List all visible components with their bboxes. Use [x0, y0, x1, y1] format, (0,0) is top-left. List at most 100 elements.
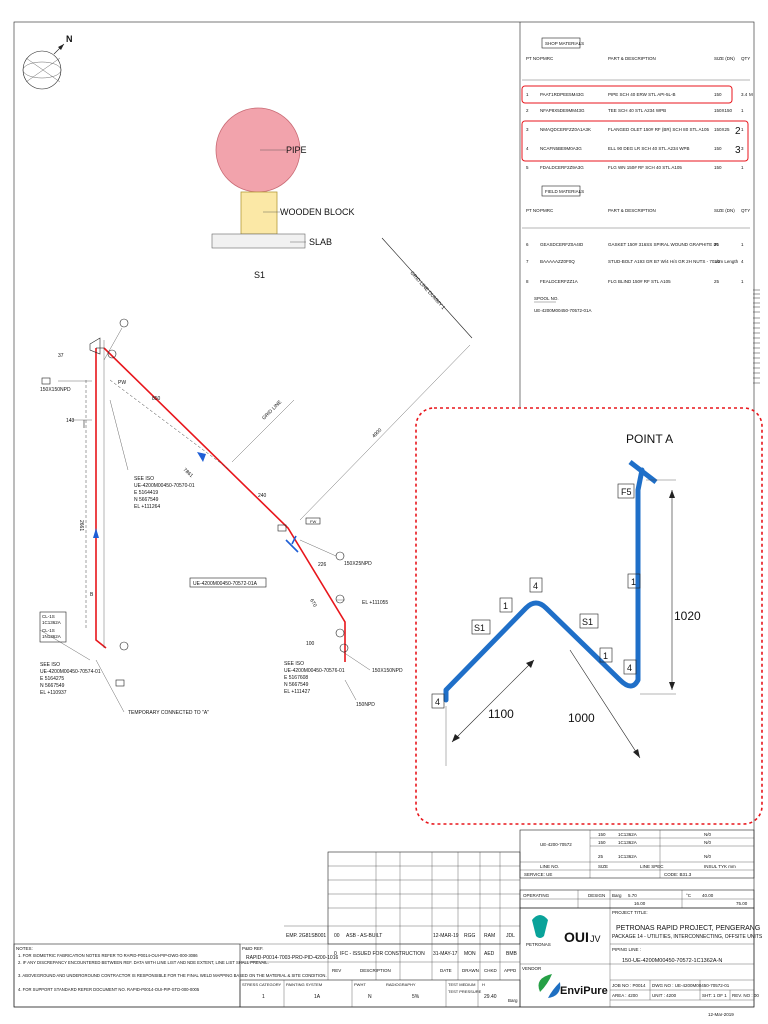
tag-b: B	[90, 592, 94, 598]
support-block-label: WOODEN BLOCK	[280, 207, 355, 217]
dim-100: 100	[306, 641, 315, 647]
svg-text:1C1362A: 1C1362A	[618, 854, 637, 859]
svg-text:3: 3	[735, 145, 741, 156]
svg-text:UE-4200M00450-70574-01: UE-4200M00450-70574-01	[40, 669, 101, 675]
svg-text:CHKD: CHKD	[484, 968, 498, 973]
point-a-detail	[431, 460, 676, 766]
point-a-tag-4b: 4	[627, 663, 632, 673]
isometric-pipe-run	[39, 237, 473, 713]
svg-text:1: 1	[262, 994, 265, 1000]
size-tag-3: 150NPD	[356, 702, 375, 708]
envipure-logo-icon: EnviPure	[538, 974, 608, 998]
svg-text:TEST MEDIUM: TEST MEDIUM	[448, 982, 475, 987]
svg-text:°C: °C	[686, 893, 692, 898]
svg-text:STUD-BOLT A193 GR B7 W/4 H/4 G: STUD-BOLT A193 GR B7 W/4 H/4 GR 2H NUTS …	[608, 259, 739, 264]
point-a-detail-frame	[415, 407, 763, 825]
svg-text:3.4: 3.4	[741, 92, 748, 97]
point-a-dim-1020: 1020	[674, 609, 701, 623]
svg-text:SEE ISO: SEE ISO	[284, 661, 304, 667]
svg-text:1: 1	[741, 108, 744, 113]
svg-text:RADIOGRAPHY: RADIOGRAPHY	[386, 982, 416, 987]
svg-text:EL +111264: EL +111264	[134, 504, 160, 510]
svg-text:FEALDCERFZZ1A: FEALDCERFZZ1A	[540, 279, 578, 284]
dim-670: 670	[308, 598, 317, 608]
svg-text:1: 1	[741, 165, 744, 170]
see-iso-block-3: SEE ISO UE-4200M00450-70576-01 E 5167608…	[284, 661, 345, 695]
svg-text:REV. NO : 00: REV. NO : 00	[732, 993, 759, 998]
svg-text:150X150: 150X150	[714, 108, 733, 113]
notes-block: NOTES: 1. FOR ISOMETRIC FABRICATION NOTE…	[13, 943, 327, 1008]
svg-text:SEE ISO: SEE ISO	[134, 476, 154, 482]
svg-text:RGG: RGG	[464, 933, 476, 939]
svg-text:UE-4200M00450-70576-01: UE-4200M00450-70576-01	[284, 668, 345, 674]
svg-text:DESIGN: DESIGN	[588, 893, 605, 898]
svg-text:Barg: Barg	[612, 893, 622, 898]
see-iso-block-2: SEE ISO UE-4200M00450-70574-01 E 5164275…	[40, 662, 101, 696]
svg-text:PT NO: PT NO	[526, 56, 540, 61]
svg-text:SERVICE: UE: SERVICE: UE	[524, 872, 552, 877]
shop-row-4: 4 NCAFN5BE9M0A3G ELL 90 DEG LR SCH 40 ST…	[526, 145, 744, 156]
shop-materials-table: SHOP MATERIALS PT NO PMRC PART & DESCRIP…	[521, 37, 753, 170]
svg-text:1C1362A: 1C1362A	[618, 840, 637, 845]
svg-text:150: 150	[714, 92, 722, 97]
svg-text:25: 25	[714, 279, 720, 284]
svg-text:PMRC: PMRC	[540, 208, 554, 213]
svg-text:LINE NO.: LINE NO.	[540, 864, 559, 869]
line-data-table: UE-4200-70572 150 1C1362A N/0 150 1C1362…	[519, 829, 755, 879]
svg-text:DATE: DATE	[440, 968, 452, 973]
revision-block: EMP. 2G81SB001 00 ASB - AS-BUILT 12-MAR-…	[240, 851, 521, 980]
svg-text:UE-4200-70572: UE-4200-70572	[540, 842, 572, 847]
svg-text:1: 1	[741, 242, 744, 247]
shop-row-3: 3 NMAQDCERFZZ0A1A3K FLANGED OLET 150# RF…	[526, 126, 744, 137]
svg-text:EnviPure: EnviPure	[560, 985, 608, 997]
see-iso-block-1: SEE ISO UE-4200M00450-70570-01 E 5164419…	[134, 476, 195, 510]
svg-text:EL +111427: EL +111427	[284, 689, 310, 695]
north-label: N	[66, 34, 73, 44]
svg-text:PROJECT TITLE:: PROJECT TITLE:	[612, 910, 648, 915]
svg-text:4: 4	[526, 146, 529, 151]
svg-text:NOTES:: NOTES:	[16, 946, 33, 951]
svg-text:NCAFN5BE9M0A3G: NCAFN5BE9M0A3G	[540, 146, 582, 151]
project-title: PETRONAS RAPID PROJECT, PENGERANG	[616, 925, 760, 932]
svg-text:8: 8	[526, 279, 529, 284]
svg-text:6: 6	[526, 242, 529, 247]
svg-text:FLG BLIND 150# RF STL A105: FLG BLIND 150# RF STL A105	[608, 279, 671, 284]
svg-text:1: 1	[741, 279, 744, 284]
point-a-title: POINT A	[626, 432, 673, 446]
svg-text:INSUL TYK mm: INSUL TYK mm	[704, 864, 736, 869]
svg-text:E 5167608: E 5167608	[284, 675, 308, 681]
svg-text:MON: MON	[464, 951, 476, 957]
point-a-tag-f5: F5	[621, 487, 632, 497]
svg-text:25: 25	[598, 854, 604, 859]
oui-jv-logo-icon: OUI JV	[564, 929, 601, 945]
svg-text:5%: 5%	[412, 994, 420, 1000]
svg-text:NMAQDCERFZZ0A1A3K: NMAQDCERFZZ0A1A3K	[540, 127, 591, 132]
svg-text:DRAWN: DRAWN	[462, 968, 479, 973]
svg-text:N/0: N/0	[704, 832, 712, 837]
svg-text:M: M	[749, 92, 753, 97]
svg-text:SHOP MATERIALS: SHOP MATERIALS	[545, 41, 584, 46]
svg-text:150X25: 150X25	[714, 127, 730, 132]
support-caption: S1	[254, 270, 265, 280]
svg-text:150: 150	[714, 165, 722, 170]
svg-text:BAAAAAZZ0F0Q: BAAAAAZZ0F0Q	[540, 259, 575, 264]
design-conditions: OPERATING DESIGN Barg 5.70 16.00 °C 40.0…	[519, 889, 755, 909]
svg-text:0: 0	[334, 951, 337, 957]
svg-text:EL +110937: EL +110937	[40, 690, 67, 696]
svg-text:N 5667549: N 5667549	[40, 683, 65, 689]
dim-240: 240	[258, 493, 267, 499]
dim-2661: 2661	[78, 520, 84, 531]
line-number-tag: UE-4200M00450-70572-01A	[193, 581, 258, 587]
point-a-tag-1b: 1	[503, 601, 508, 611]
grid-line-dummy-label: GRID LINE DUMMY 1	[409, 270, 447, 311]
svg-text:TEST PRESSURE: TEST PRESSURE	[448, 989, 482, 994]
svg-text:40.00: 40.00	[702, 893, 714, 898]
support-slab-label: SLAB	[309, 237, 332, 247]
svg-text:N: N	[368, 994, 372, 1000]
svg-text:4: 4	[741, 259, 744, 264]
svg-text:EMP. 2G81SB001: EMP. 2G81SB001	[286, 933, 326, 939]
svg-text:JDL: JDL	[506, 933, 515, 939]
svg-text:4. FOR SUPPORT STANDARD REFER: 4. FOR SUPPORT STANDARD REFER DOCUMENT N…	[18, 987, 200, 992]
svg-text:25: 25	[714, 242, 720, 247]
dim-4900: 4900	[371, 427, 383, 439]
